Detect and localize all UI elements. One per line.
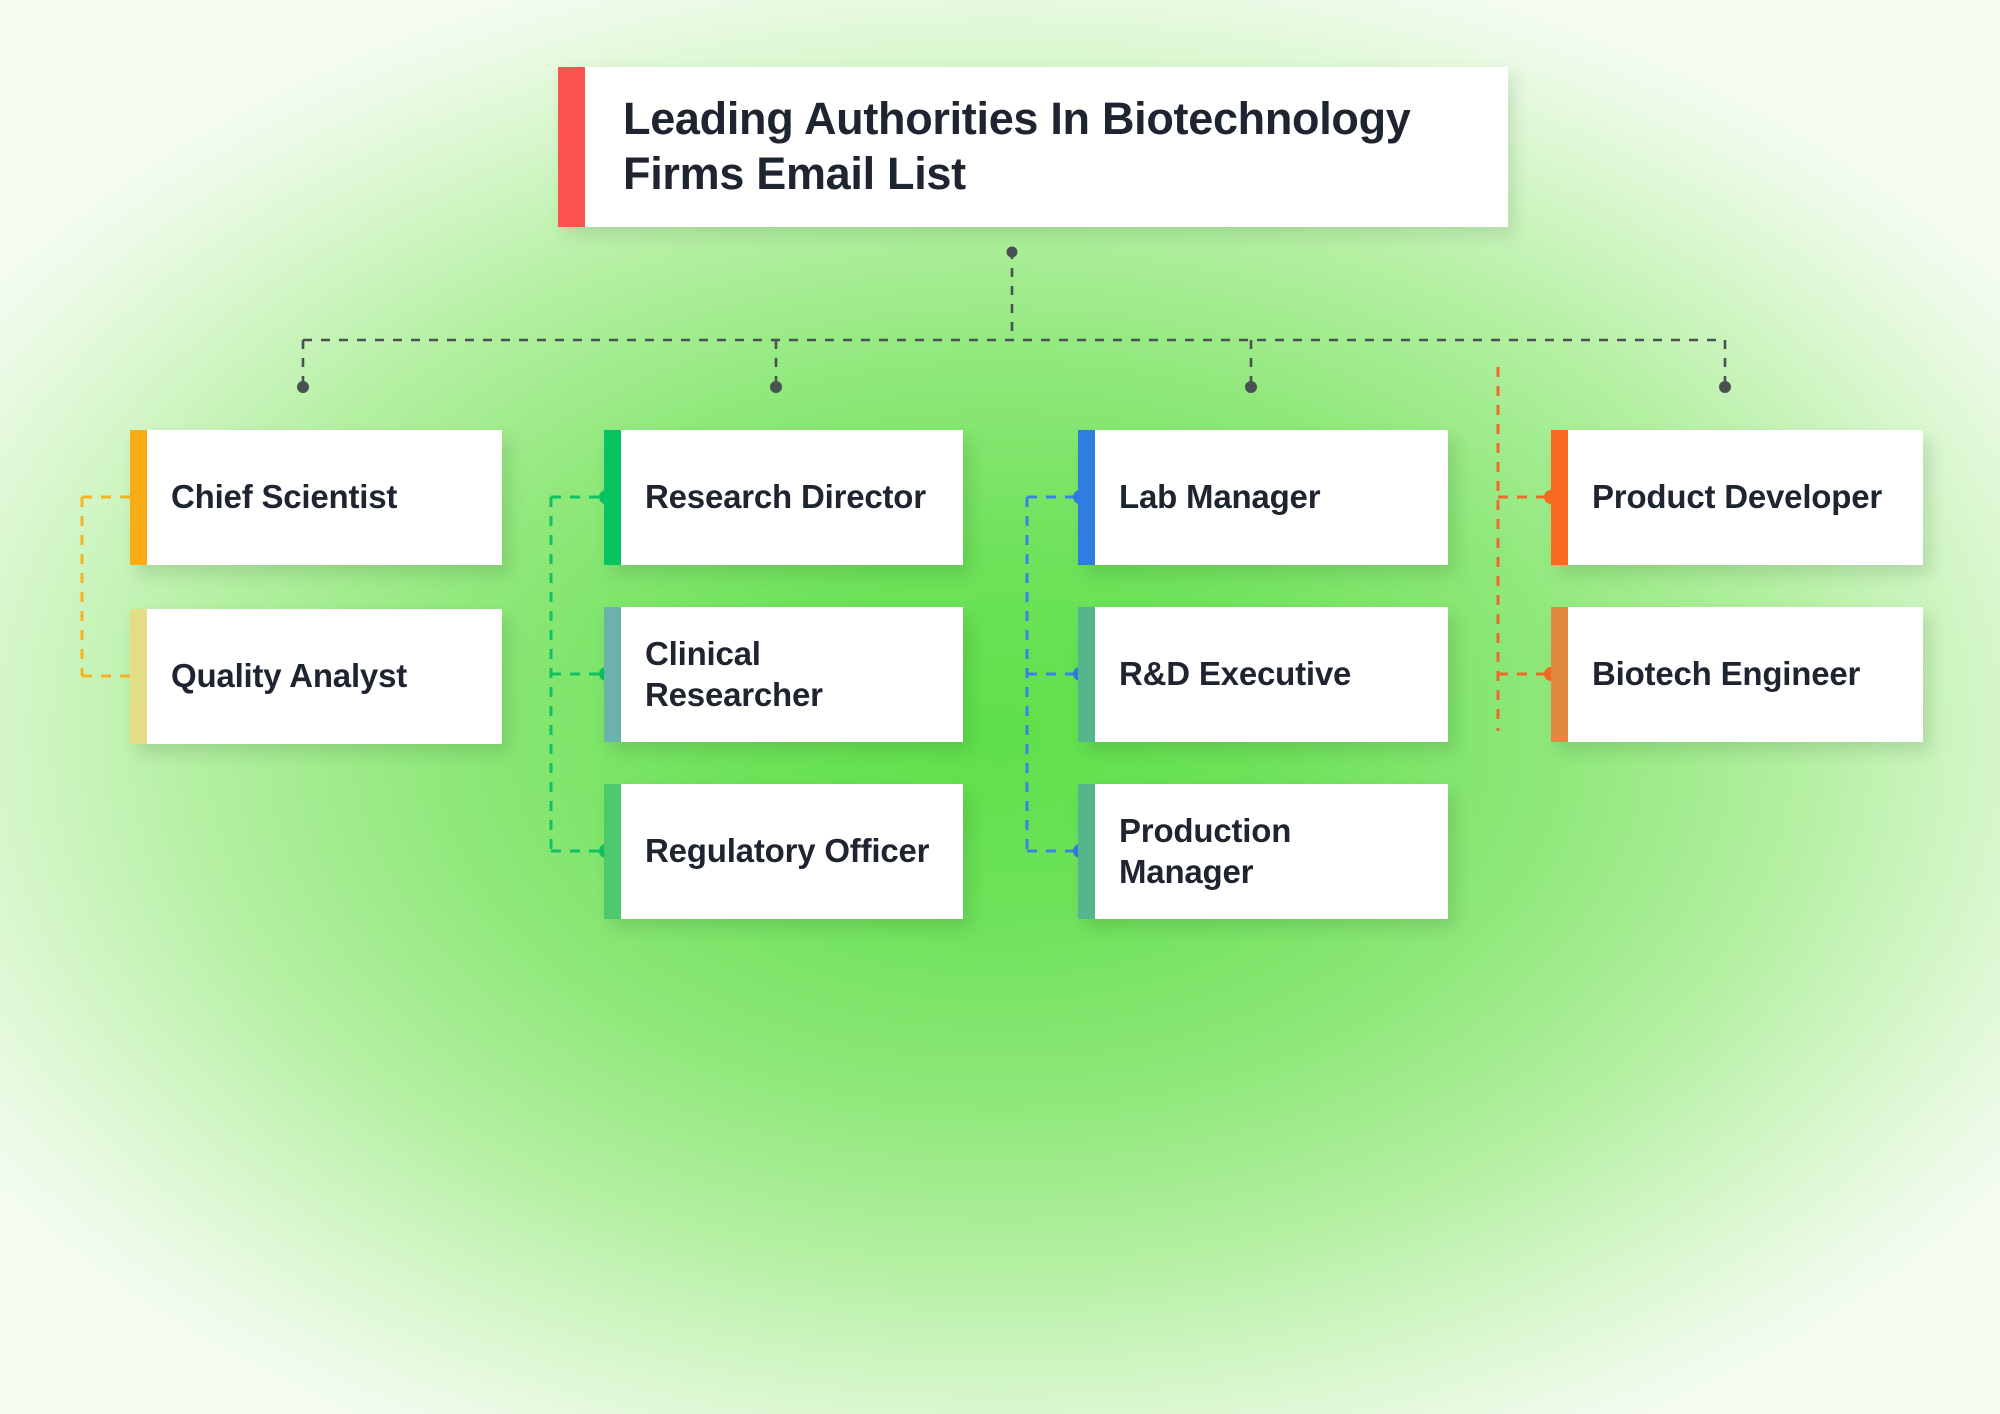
node-label: Lab Manager: [1119, 478, 1321, 516]
node-label: Chief Scientist: [171, 478, 398, 516]
node-clinical-researcher[interactable]: Clinical Researcher: [604, 607, 963, 742]
node-label: Production Manager: [1119, 811, 1292, 890]
title-text: Leading Authorities In Biotechnology Fir…: [623, 93, 1411, 199]
node-label: Quality Analyst: [171, 657, 408, 695]
node-accent-bar: [604, 784, 621, 919]
node-label: Biotech Engineer: [1592, 655, 1861, 693]
node-lab-manager[interactable]: Lab Manager: [1078, 430, 1448, 565]
node-product-developer[interactable]: Product Developer: [1551, 430, 1923, 565]
node-label: Regulatory Officer: [645, 832, 930, 870]
node-accent-bar: [1078, 607, 1095, 742]
title-accent-bar: [558, 67, 585, 227]
node-biotech-engineer[interactable]: Biotech Engineer: [1551, 607, 1923, 742]
node-accent-bar: [1551, 430, 1568, 565]
connector-dot-col1: [297, 381, 309, 393]
connector-dot-col2: [770, 381, 782, 393]
node-accent-bar: [604, 430, 621, 565]
node-accent-bar: [1551, 607, 1568, 742]
node-accent-bar: [604, 607, 621, 742]
page-title: Leading Authorities In Biotechnology Fir…: [558, 67, 1508, 227]
node-label: R&D Executive: [1119, 655, 1352, 693]
node-quality-analyst[interactable]: Quality Analyst: [130, 609, 502, 744]
node-label: Clinical Researcher: [645, 634, 823, 713]
node-label: Product Developer: [1592, 478, 1883, 516]
node-production-manager[interactable]: Production Manager: [1078, 784, 1448, 919]
node-accent-bar: [1078, 784, 1095, 919]
node-regulatory-officer[interactable]: Regulatory Officer: [604, 784, 963, 919]
node-accent-bar: [130, 430, 147, 565]
connector-dot-col3: [1245, 381, 1257, 393]
node-accent-bar: [130, 609, 147, 744]
connector-dot-root: [1006, 246, 1018, 258]
node-research-director[interactable]: Research Director: [604, 430, 963, 565]
node-rd-executive[interactable]: R&D Executive: [1078, 607, 1448, 742]
node-accent-bar: [1078, 430, 1095, 565]
node-chief-scientist[interactable]: Chief Scientist: [130, 430, 502, 565]
connector-dot-col4: [1719, 381, 1731, 393]
node-label: Research Director: [645, 478, 926, 516]
